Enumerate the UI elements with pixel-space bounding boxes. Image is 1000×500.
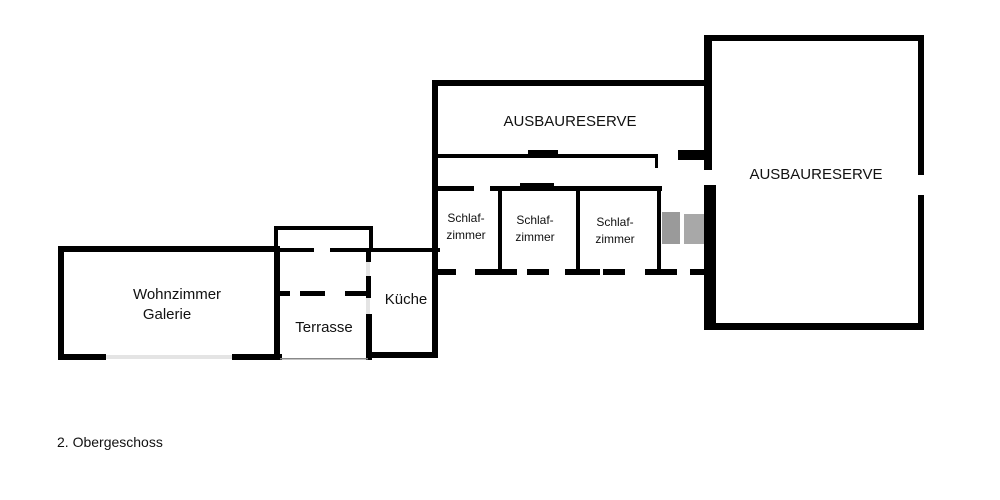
room-label-schlafzimmer-1-line2: zimmer	[446, 228, 485, 242]
walls	[58, 35, 924, 360]
room-label-schlafzimmer-1: Schlaf-	[447, 211, 484, 225]
room-label-galerie: Galerie	[143, 306, 191, 323]
stairs-icon	[662, 212, 680, 244]
room-label-kueche: Küche	[385, 291, 428, 308]
room-label-wohnzimmer: Wohnzimmer	[133, 286, 221, 303]
room-label-ausbaureserve-right: AUSBAURESERVE	[749, 166, 882, 183]
floor-label: 2. Obergeschoss	[57, 434, 163, 450]
room-label-schlafzimmer-2: Schlaf-	[516, 213, 553, 227]
room-label-schlafzimmer-3-line2: zimmer	[595, 232, 634, 246]
room-label-ausbaureserve-top: AUSBAURESERVE	[503, 113, 636, 130]
room-label-schlafzimmer-3: Schlaf-	[596, 215, 633, 229]
room-label-terrasse: Terrasse	[295, 319, 353, 336]
room-label-schlafzimmer-2-line2: zimmer	[515, 230, 554, 244]
